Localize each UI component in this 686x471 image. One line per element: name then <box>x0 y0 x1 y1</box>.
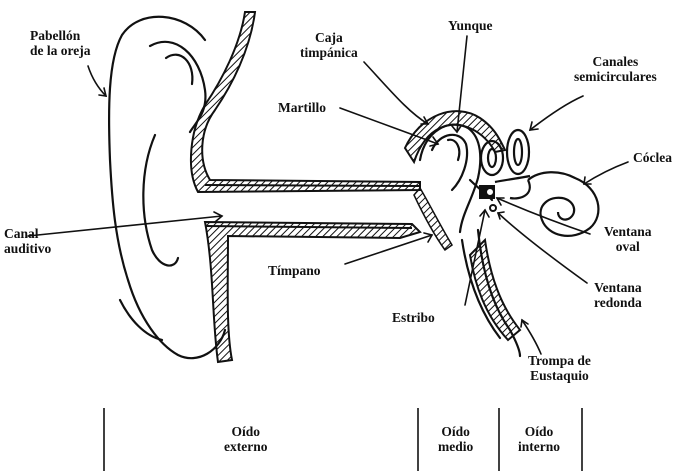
stapes-drawing <box>480 186 496 211</box>
label-timpano: Tímpano <box>268 263 321 278</box>
cochlea-drawing <box>510 172 598 236</box>
label-estribo: Estribo <box>392 310 435 325</box>
section-dividers <box>104 408 582 471</box>
bone-hatching <box>191 12 520 362</box>
label-arrows <box>28 36 628 354</box>
label-yunque: Yunque <box>448 18 493 33</box>
label-coclea: Cóclea <box>633 150 672 165</box>
middle-ear-drawing <box>420 125 520 356</box>
label-martillo: Martillo <box>278 100 326 115</box>
eardrum-shape <box>414 188 452 250</box>
